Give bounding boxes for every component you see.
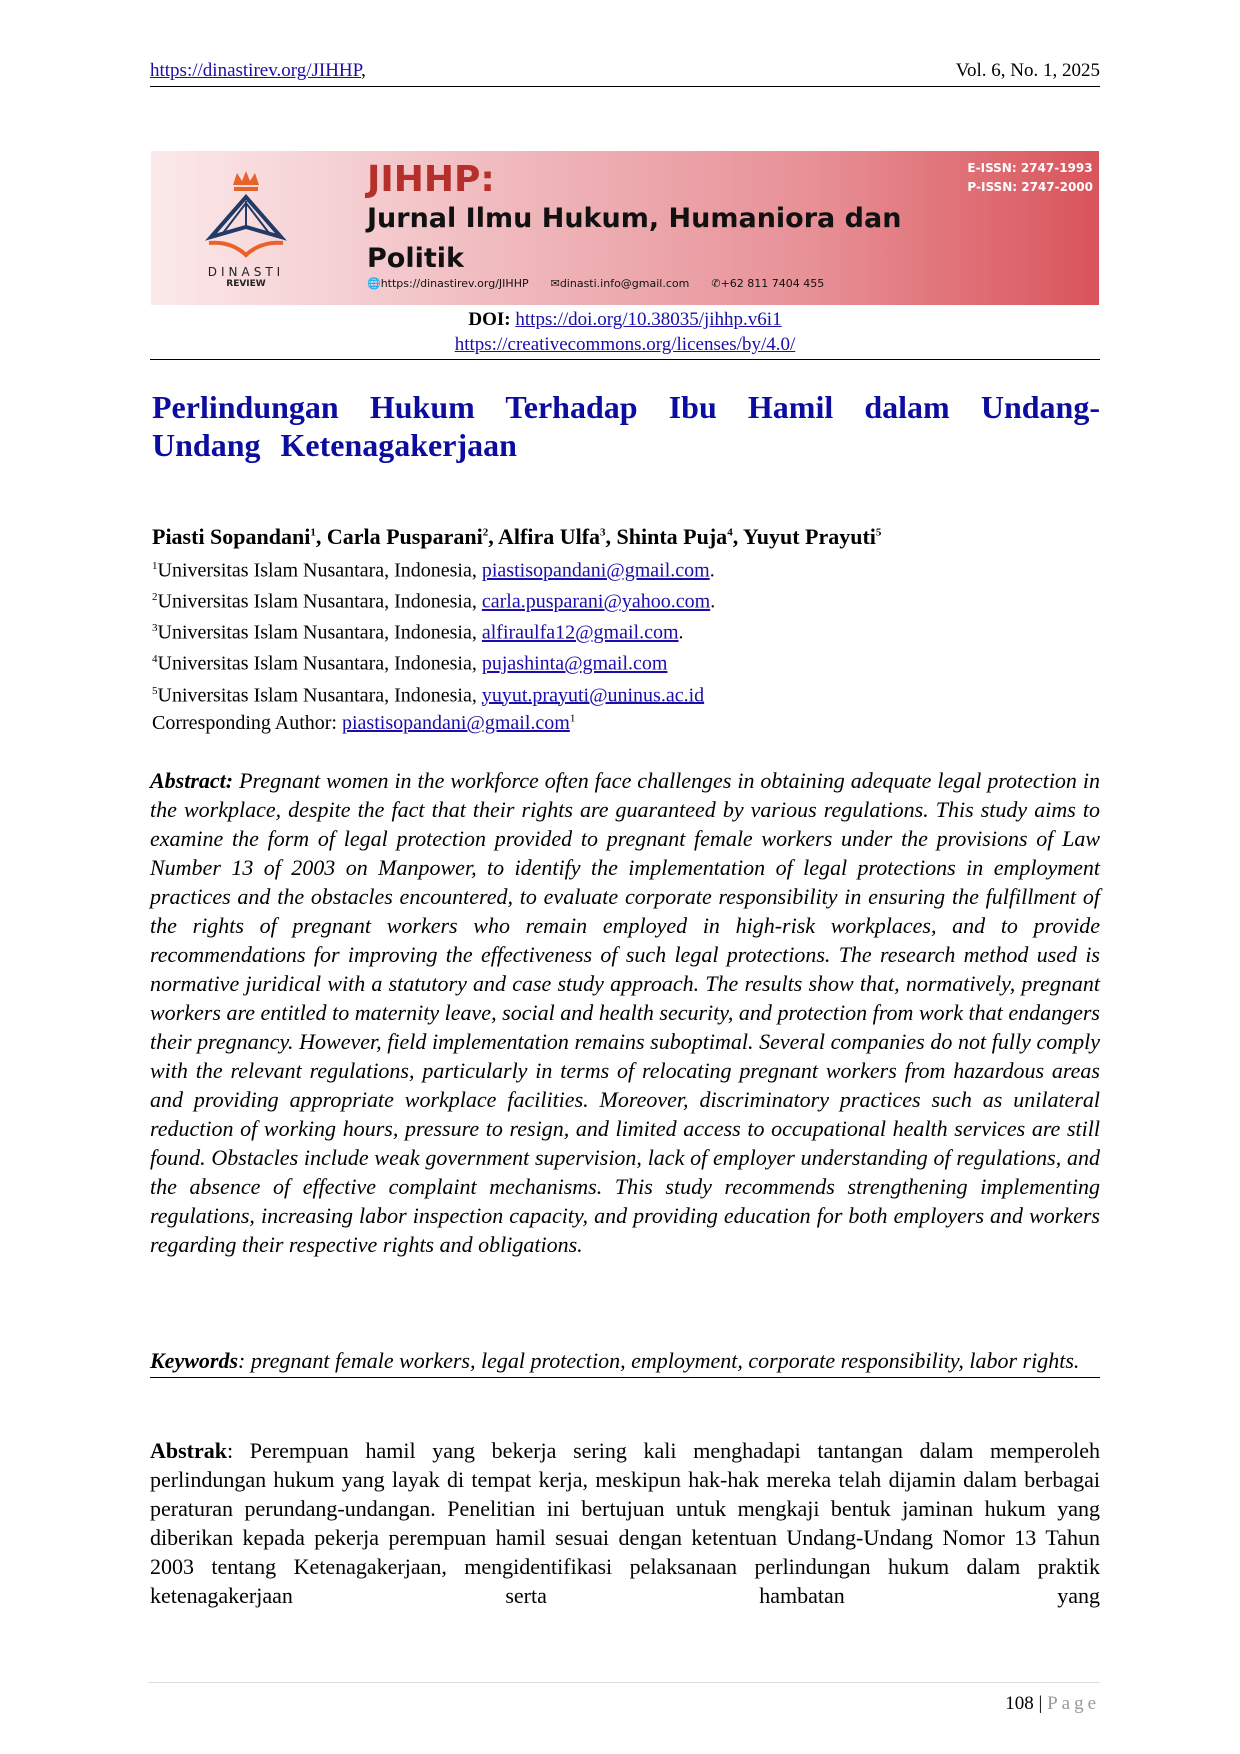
doi-label: DOI: [468, 309, 511, 330]
phone-icon: ✆ [711, 277, 721, 290]
doi-link[interactable]: https://doi.org/10.38035/jihhp.v6i1 [515, 309, 782, 330]
affiliations: 1Universitas Islam Nusantara, Indonesia,… [152, 553, 715, 709]
pissn: P-ISSN: 2747-2000 [967, 180, 1093, 194]
eissn: E-ISSN: 2747-1993 [967, 161, 1093, 175]
keywords-text: : pregnant female workers, legal protect… [238, 1348, 1080, 1373]
journal-name: Jurnal Ilmu Hukum, Humaniora dan Politik [367, 203, 902, 274]
affil-email[interactable]: alfiraulfa12@gmail.com [481, 621, 679, 644]
envelope-icon: ✉ [550, 277, 560, 290]
author: Carla Pusparani [326, 524, 483, 549]
volume-info: Vol. 6, No. 1, 2025 [955, 60, 1100, 81]
affil-text: Universitas Islam Nusantara, Indonesia, [157, 590, 477, 613]
author: Yuyut Prayuti [742, 524, 876, 549]
affiliation: 4Universitas Islam Nusantara, Indonesia,… [152, 646, 715, 677]
doi-block: DOI: https://doi.org/10.38035/jihhp.v6i1… [150, 307, 1100, 360]
affil-end: . [710, 590, 716, 613]
author: Alfira Ulfa [498, 524, 601, 549]
contact-row: 🌐https://dinastirev.org/JIHHP ✉dinasti.i… [367, 277, 824, 290]
phone: ✆+62 811 7404 455 [711, 277, 824, 290]
running-header: https://dinastirev.org/JIHHP, Vol. 6, No… [150, 60, 1100, 87]
affil-email[interactable]: yuyut.prayuti@uninus.ac.id [481, 684, 705, 707]
abstrak-label: Abstrak [150, 1438, 228, 1463]
abstract-id: Abstrak: Perempuan hamil yang bekerja se… [150, 1436, 1100, 1610]
website-text: https://dinastirev.org/JIHHP [380, 277, 529, 290]
author-list: Piasti Sopandani1, Carla Pusparani2, Alf… [152, 524, 882, 549]
keywords-label: Keywords [150, 1348, 238, 1373]
affil-email[interactable]: pujashinta@gmail.com [481, 653, 668, 676]
author-sup: 2 [482, 526, 489, 539]
page-number: 108 [1005, 1693, 1034, 1714]
affiliation: 1Universitas Islam Nusantara, Indonesia,… [152, 553, 715, 584]
crown-book-icon [205, 171, 287, 258]
globe-icon: 🌐 [367, 277, 381, 290]
email-text: dinasti.info@gmail.com [559, 277, 690, 290]
abstrak-text: : Perempuan hamil yang bekerja sering ka… [150, 1438, 1100, 1608]
paper-title: Perlindungan Hukum Terhadap Ibu Hamil da… [152, 389, 1100, 463]
comma: , [361, 60, 366, 81]
abstract-en: Abstract: Pregnant women in the workforc… [150, 766, 1100, 1259]
affil-sup: 2 [152, 591, 158, 604]
affiliation: 5Universitas Islam Nusantara, Indonesia,… [152, 678, 715, 709]
author: Piasti Sopandani [152, 524, 311, 549]
affil-end: . [709, 559, 715, 582]
dinasti-logo: DINASTI REVIEW [191, 171, 301, 289]
corr-label: Corresponding Author: [152, 712, 337, 734]
corr-email[interactable]: piastisopandani@gmail.com [342, 712, 570, 734]
keywords: Keywords: pregnant female workers, legal… [150, 1346, 1100, 1378]
corresponding-author: Corresponding Author: piastisopandani@gm… [152, 712, 575, 735]
author: Shinta Puja [616, 524, 728, 549]
footer-sep: | [1038, 1693, 1043, 1714]
page-footer: 108 | Page [148, 1682, 1100, 1715]
author-sup: 5 [875, 526, 882, 539]
affil-text: Universitas Islam Nusantara, Indonesia, [157, 559, 477, 582]
affil-sup: 3 [152, 622, 158, 635]
author-sup: 4 [727, 526, 733, 539]
page-label: Page [1047, 1693, 1100, 1714]
logo-name: DINASTI [207, 265, 285, 279]
abstract-label: Abstract: [150, 768, 234, 793]
website: 🌐https://dinastirev.org/JIHHP [367, 277, 529, 290]
journal-url-link[interactable]: https://dinastirev.org/JIHHP [150, 60, 362, 81]
affil-email[interactable]: piastisopandani@gmail.com [481, 559, 710, 582]
affil-end: . [678, 621, 684, 644]
affil-sup: 5 [152, 684, 158, 697]
journal-banner: DINASTI REVIEW JIHHP: Jurnal Ilmu Hukum,… [151, 151, 1099, 305]
affil-sup: 4 [152, 653, 158, 666]
affil-sup: 1 [152, 560, 158, 572]
phone-text: +62 811 7404 455 [720, 277, 825, 290]
affiliation: 3Universitas Islam Nusantara, Indonesia,… [152, 615, 715, 646]
corr-sup: 1 [569, 712, 576, 725]
email: ✉dinasti.info@gmail.com [551, 277, 690, 290]
logo-sub: REVIEW [226, 279, 266, 289]
affiliation: 2Universitas Islam Nusantara, Indonesia,… [152, 584, 715, 615]
abstract-text: Pregnant women in the workforce often fa… [150, 768, 1101, 1257]
affil-text: Universitas Islam Nusantara, Indonesia, [157, 621, 477, 644]
affil-text: Universitas Islam Nusantara, Indonesia, [157, 653, 477, 676]
journal-abbr: JIHHP: [367, 159, 495, 200]
affil-email[interactable]: carla.pusparani@yahoo.com [481, 590, 711, 613]
issn-block: E-ISSN: 2747-1993 P-ISSN: 2747-2000 [967, 159, 1093, 197]
author-sup: 3 [600, 526, 606, 539]
affil-text: Universitas Islam Nusantara, Indonesia, [157, 684, 477, 707]
license-link[interactable]: https://creativecommons.org/licenses/by/… [454, 334, 796, 355]
author-sup: 1 [310, 526, 316, 539]
